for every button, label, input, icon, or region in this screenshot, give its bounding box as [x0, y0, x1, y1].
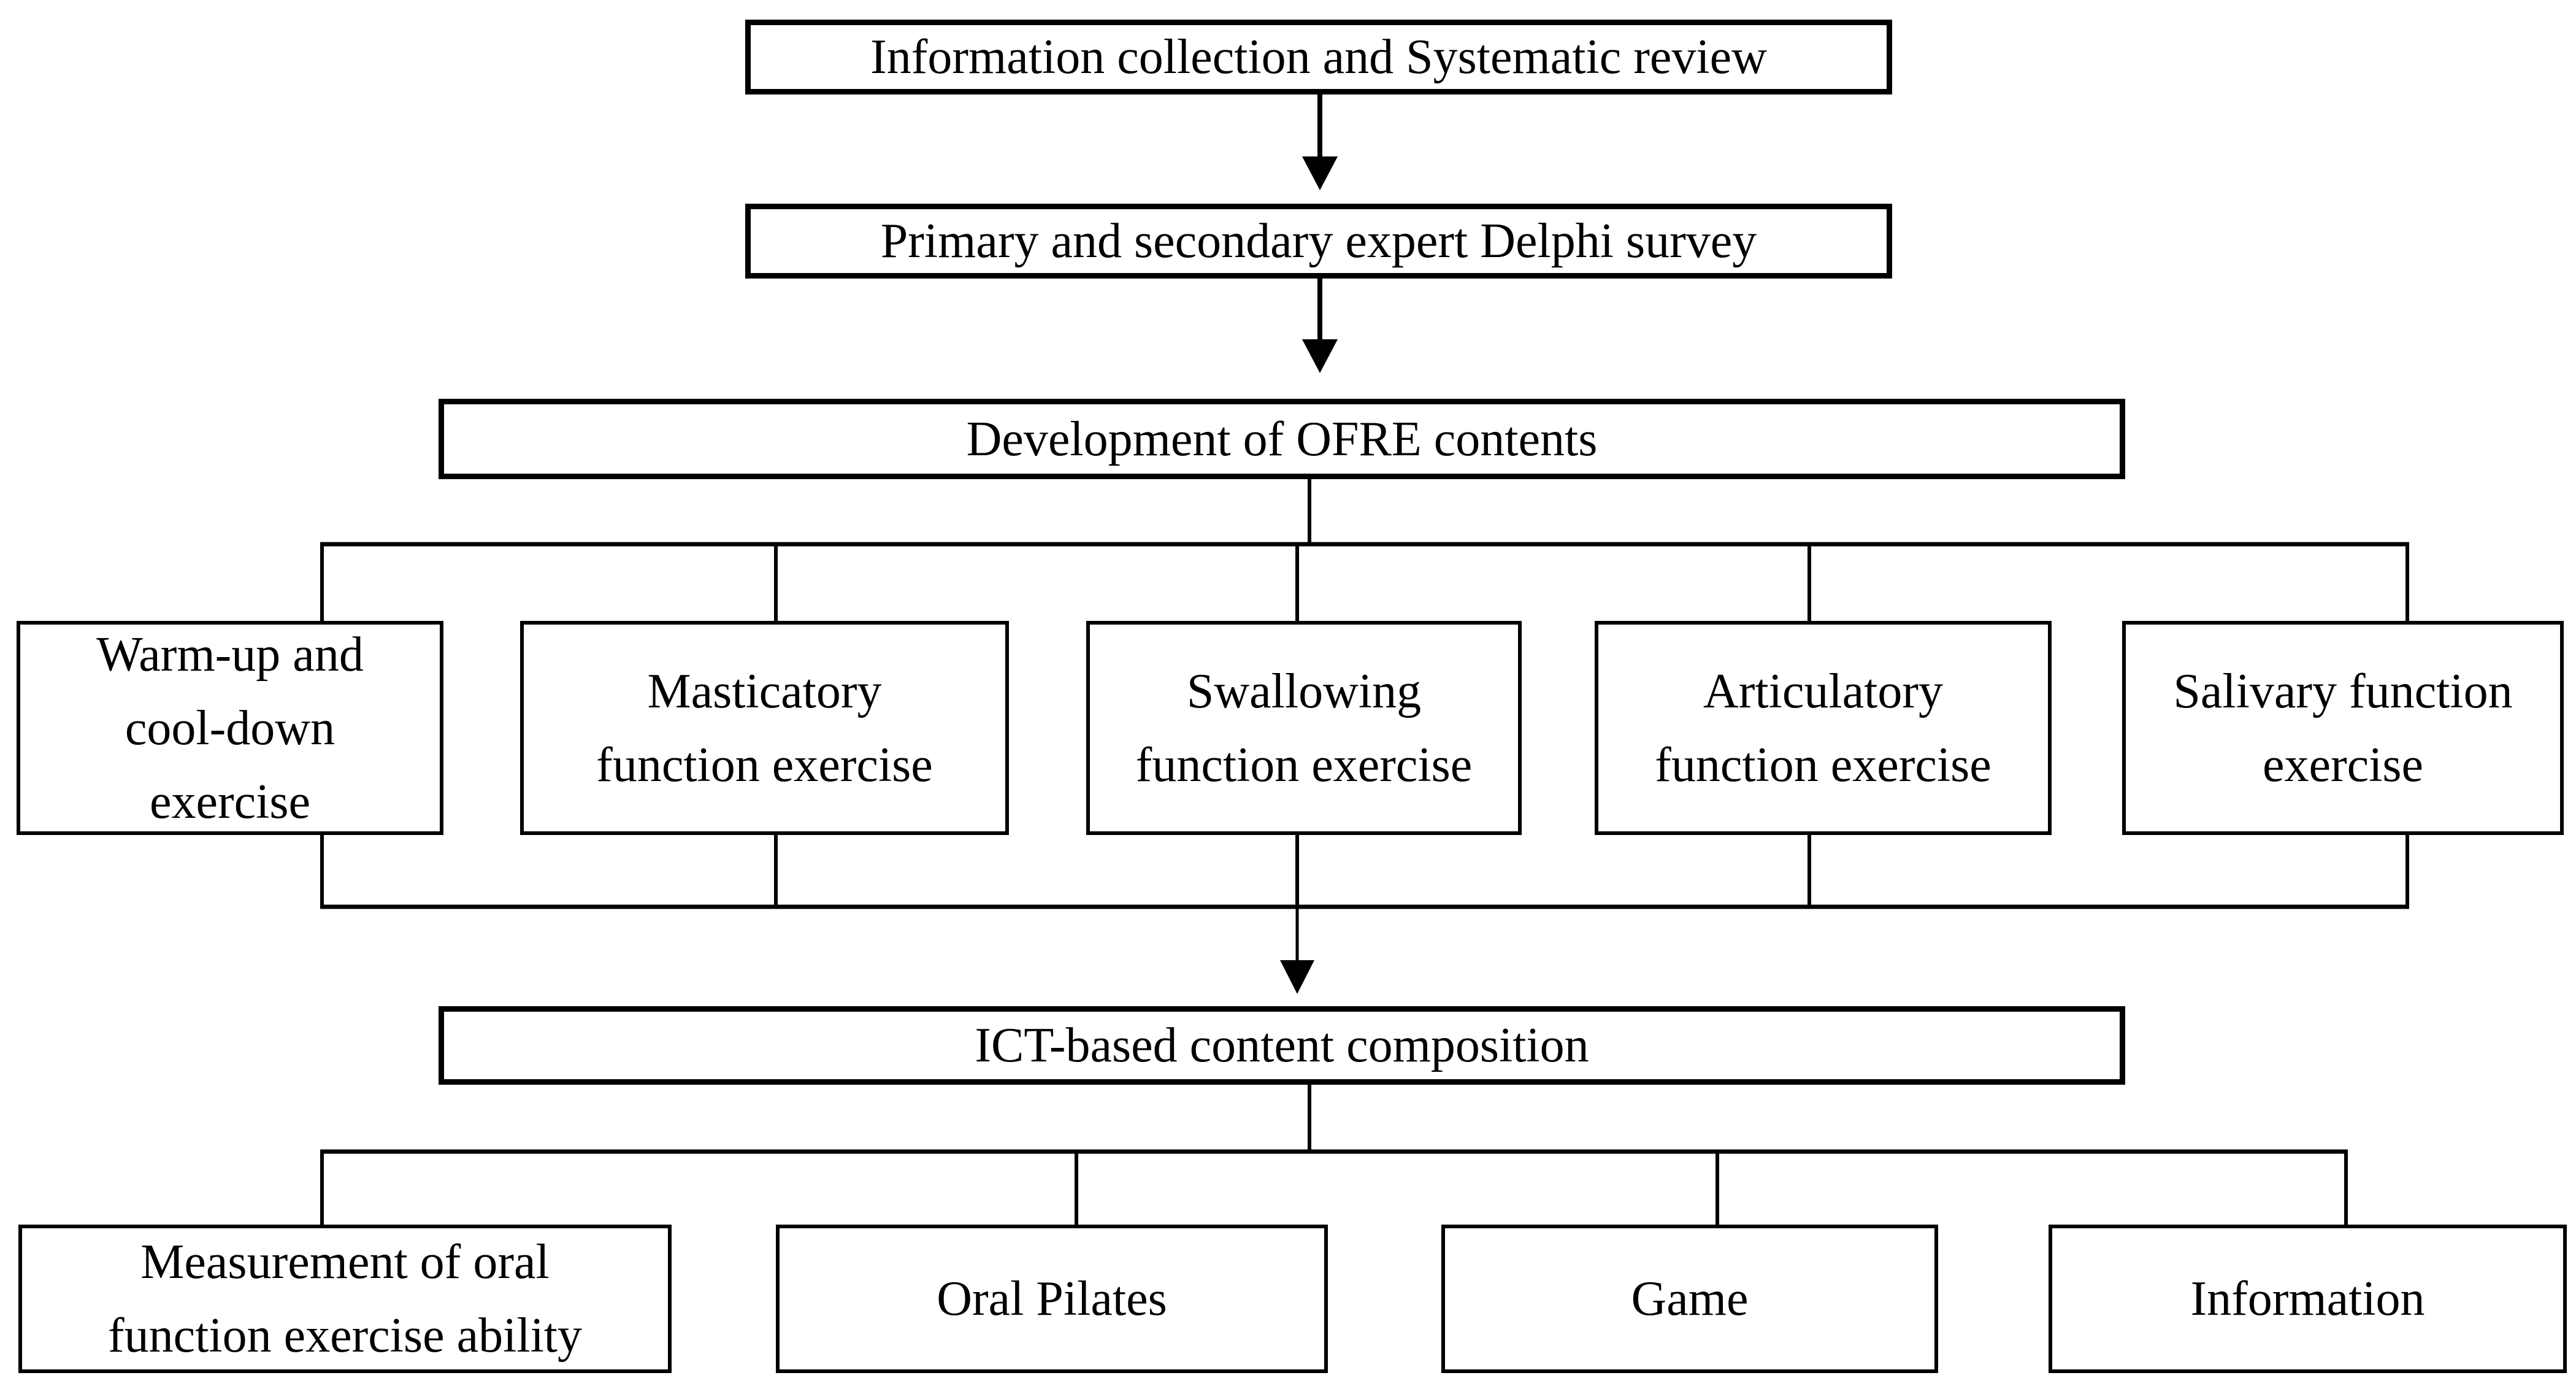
node-game: Game [1441, 1225, 1938, 1373]
arrowhead-rail-step4 [1280, 960, 1314, 994]
node-ict-composition: ICT-based content composition [439, 1006, 2125, 1085]
node-oral-pilates: Oral Pilates [776, 1225, 1328, 1373]
node-measurement: Measurement of oral function exercise ab… [18, 1225, 672, 1373]
node-development-ofre: Development of OFRE contents [439, 399, 2125, 479]
node-information-collection: Information collection and Systematic re… [745, 20, 1892, 94]
node-salivary: Salivary function exercise [2122, 621, 2564, 835]
node-masticatory: Masticatory function exercise [520, 621, 1009, 835]
arrowhead-step2-step3 [1302, 339, 1338, 373]
node-articulatory: Articulatory function exercise [1595, 621, 2052, 835]
node-delphi-survey: Primary and secondary expert Delphi surv… [745, 204, 1892, 279]
node-information: Information [2049, 1225, 2567, 1373]
node-warmup-cooldown: Warm-up and cool-down exercise [17, 621, 443, 835]
arrowhead-step1-step2 [1302, 156, 1338, 190]
node-swallowing: Swallowing function exercise [1086, 621, 1522, 835]
